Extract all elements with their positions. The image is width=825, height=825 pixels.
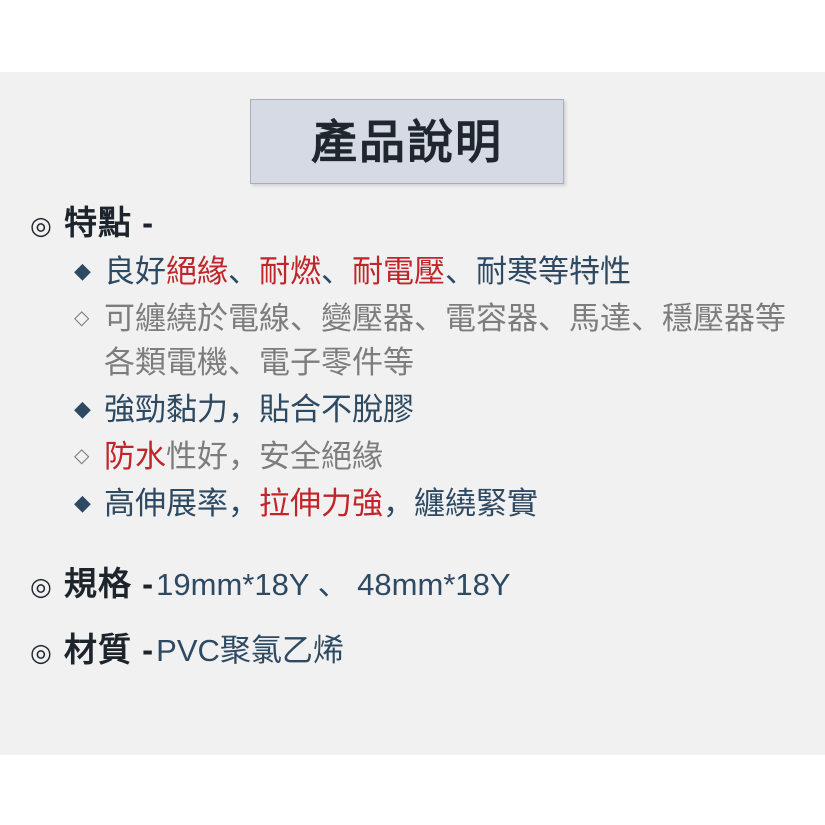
description-body: ◎ 特點 - ◆ 良好絕緣、耐燃、耐電壓、耐寒等特性 ◇ 可纏繞於電線、變壓器、… [0,196,825,671]
section-specification-value: 19mm*18Y 、 48mm*18Y [156,567,511,602]
bullet-solid-icon: ◆ [74,258,91,283]
run-text: 、 [321,254,352,289]
bullet-hollow-icon: ◇ [74,445,90,467]
section-marker-icon: ◎ [30,639,52,667]
run-text-highlight: 耐電壓 [352,254,445,289]
section-features-label: 特點 - [64,204,155,241]
section-features-heading: ◎ 特點 - [0,196,825,244]
run-text: 良好 [104,254,166,289]
title-box: 產品說明 [250,99,564,184]
run-text-highlight: 拉伸力強 [259,486,383,521]
section-material-label: 材質 - [64,631,155,668]
run-text: 、 [228,254,259,289]
run-text-highlight: 防水 [104,439,166,474]
feature-text-applications: 可纏繞於電線、變壓器、電容器、馬達、穩壓器等各類電機、電子零件等 [104,301,786,380]
run-text-highlight: 耐燃 [259,254,321,289]
features-list: ◆ 良好絕緣、耐燃、耐電壓、耐寒等特性 ◇ 可纏繞於電線、變壓器、電容器、馬達、… [0,250,825,526]
section-marker-icon: ◎ [30,212,52,240]
run-text: 高伸展率， [104,486,259,521]
spacer [0,605,825,623]
page-title: 產品說明 [311,115,503,168]
run-text: 性好，安全絕緣 [166,439,383,474]
section-material: ◎ 材質 - PVC聚氯乙烯 [0,623,825,671]
bullet-hollow-icon: ◇ [74,307,90,329]
section-specification-label: 規格 - [64,565,155,602]
list-item: ◆ 強勁黏力，貼合不脫膠 [74,388,825,432]
list-item: ◆ 高伸展率，拉伸力強，纏繞緊實 [74,482,825,526]
spacer [0,529,825,557]
feature-text-insulation: 良好絕緣、耐燃、耐電壓、耐寒等特性 [104,250,631,294]
section-material-value: PVC聚氯乙烯 [156,633,344,668]
run-text: ，纏繞緊實 [383,486,538,521]
list-item: ◇ 可纏繞於電線、變壓器、電容器、馬達、穩壓器等各類電機、電子零件等 [74,297,825,385]
feature-text-waterproof: 防水性好，安全絕緣 [104,435,383,479]
list-item: ◆ 良好絕緣、耐燃、耐電壓、耐寒等特性 [74,250,825,294]
feature-text-adhesion: 強勁黏力，貼合不脫膠 [104,392,414,427]
section-specification: ◎ 規格 - 19mm*18Y 、 48mm*18Y [0,557,825,605]
content-panel [0,72,825,755]
section-marker-icon: ◎ [30,573,52,601]
bullet-solid-icon: ◆ [74,490,91,515]
run-text-highlight: 絕緣 [166,254,228,289]
feature-text-stretch: 高伸展率，拉伸力強，纏繞緊實 [104,482,538,526]
list-item: ◇ 防水性好，安全絕緣 [74,435,825,479]
run-text: 、耐寒等特性 [445,254,631,289]
bullet-solid-icon: ◆ [74,396,91,421]
